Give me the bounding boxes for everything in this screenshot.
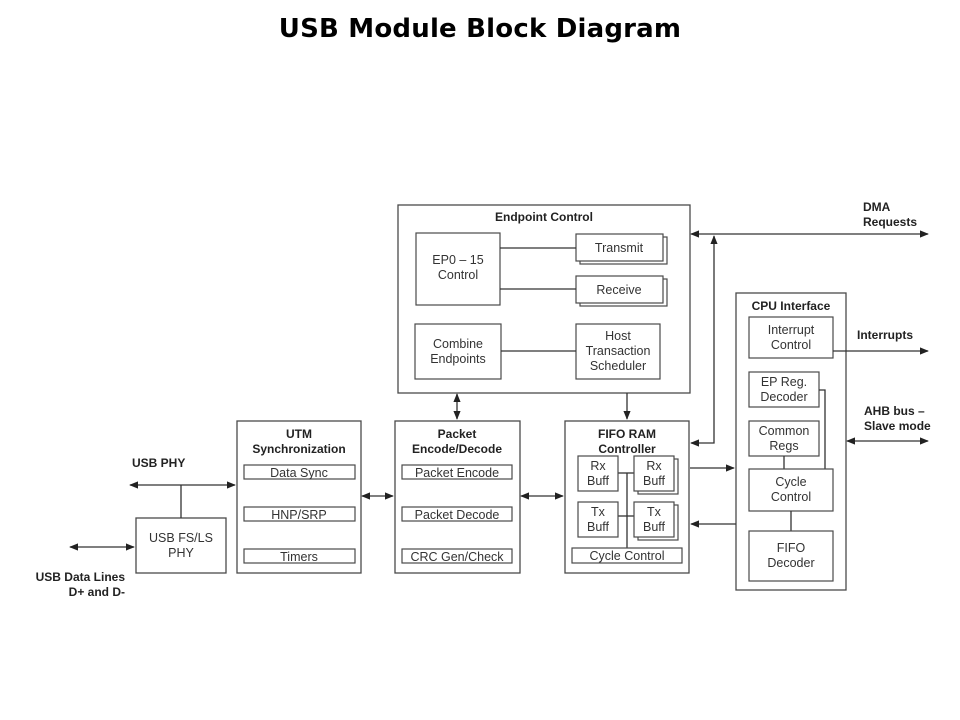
data-sync-label: Data Sync	[270, 466, 328, 480]
ep-control-box: EP0 – 15 Control	[415, 232, 501, 306]
packet-title-2: Encode/Decode	[412, 442, 502, 456]
ep-reg-decoder-label-2: Decoder	[760, 390, 807, 404]
dma-label-1: DMA	[863, 200, 891, 214]
cpu-interface-title: CPU Interface	[752, 299, 831, 313]
utm-synchronization-block: UTM Synchronization Data Sync HNP/SRP Ti…	[236, 420, 362, 574]
transmit-label: Transmit	[595, 241, 644, 255]
interrupt-control-label-2: Control	[771, 338, 811, 352]
scheduler-label-1: Host	[605, 329, 631, 343]
endpoint-control-title: Endpoint Control	[495, 210, 593, 224]
ep-control-label-1: EP0 – 15	[432, 253, 483, 267]
combine-label-1: Combine	[433, 337, 483, 351]
page-title: USB Module Block Diagram	[278, 14, 682, 44]
tx-buff-label-2: Buff	[587, 520, 610, 534]
combine-label-2: Endpoints	[430, 352, 486, 366]
interrupt-control-label-1: Interrupt	[768, 323, 815, 337]
rx-buff-stack-label-1: Rx	[646, 459, 662, 473]
hnp-srp-label: HNP/SRP	[271, 508, 327, 522]
fifo-title-1: FIFO RAM	[598, 427, 656, 441]
fifo-ram-controller-block: FIFO RAM Controller Rx Buff Rx Buff Tx B…	[564, 420, 690, 574]
receive-box: Receive	[575, 275, 668, 307]
phy-label-1: USB FS/LS	[149, 531, 213, 545]
scheduler-label-3: Scheduler	[590, 359, 646, 373]
combine-endpoints-box: Combine Endpoints	[414, 323, 502, 380]
usb-phy-block: USB FS/LS PHY	[135, 517, 227, 574]
fifo-decoder-label-2: Decoder	[767, 556, 814, 570]
ep-reg-decoder-label-1: EP Reg.	[761, 375, 807, 389]
ahb-label-2: Slave mode	[864, 419, 931, 433]
common-regs-label-1: Common	[759, 424, 810, 438]
timers-label: Timers	[280, 550, 318, 564]
phy-label-2: PHY	[168, 546, 194, 560]
scheduler-label-2: Transaction	[586, 344, 651, 358]
endpoint-control-block: Endpoint Control EP0 – 15 Control Transm…	[397, 204, 691, 394]
receive-label: Receive	[596, 283, 641, 297]
packet-encode-decode-block: Packet Encode/Decode Packet Encode Packe…	[394, 420, 521, 574]
crc-gen-check-label: CRC Gen/Check	[410, 550, 504, 564]
data-lines-label-2: D+ and D-	[69, 585, 125, 599]
host-transaction-scheduler-box: Host Transaction Scheduler	[575, 323, 661, 380]
ep-control-label-2: Control	[438, 268, 478, 282]
usb-phy-label: USB PHY	[132, 456, 185, 470]
data-lines-label-1: USB Data Lines	[36, 570, 126, 584]
dma-fifo-arrow	[690, 235, 718, 447]
cpu-cycle-control-label-1: Cycle	[775, 475, 806, 489]
rx-buff-label-2: Buff	[587, 474, 610, 488]
utm-title-2: Synchronization	[252, 442, 345, 456]
rx-buff-label-1: Rx	[590, 459, 606, 473]
cpu-cycle-control-label-2: Control	[771, 490, 811, 504]
dma-label-2: Requests	[863, 215, 917, 229]
tx-buff-stack-label-2: Buff	[643, 520, 666, 534]
packet-encode-label: Packet Encode	[415, 466, 499, 480]
ahb-label-1: AHB bus –	[864, 404, 925, 418]
fifo-title-2: Controller	[598, 442, 656, 456]
packet-decode-label: Packet Decode	[415, 508, 500, 522]
fifo-cycle-control-label: Cycle Control	[589, 549, 664, 563]
ep-reg-to-cycle-line	[819, 389, 826, 469]
rx-buff-stack-label-2: Buff	[643, 474, 666, 488]
tx-buff-stack-label-1: Tx	[647, 505, 662, 519]
interrupts-label: Interrupts	[857, 328, 913, 342]
fifo-decoder-label-1: FIFO	[777, 541, 806, 555]
common-regs-label-2: Regs	[769, 439, 798, 453]
transmit-box: Transmit	[575, 233, 668, 265]
cpu-interface-block: CPU Interface Interrupt Control EP Reg. …	[735, 292, 847, 591]
packet-title-1: Packet	[438, 427, 477, 441]
tx-buff-label-1: Tx	[591, 505, 606, 519]
utm-title-1: UTM	[286, 427, 312, 441]
